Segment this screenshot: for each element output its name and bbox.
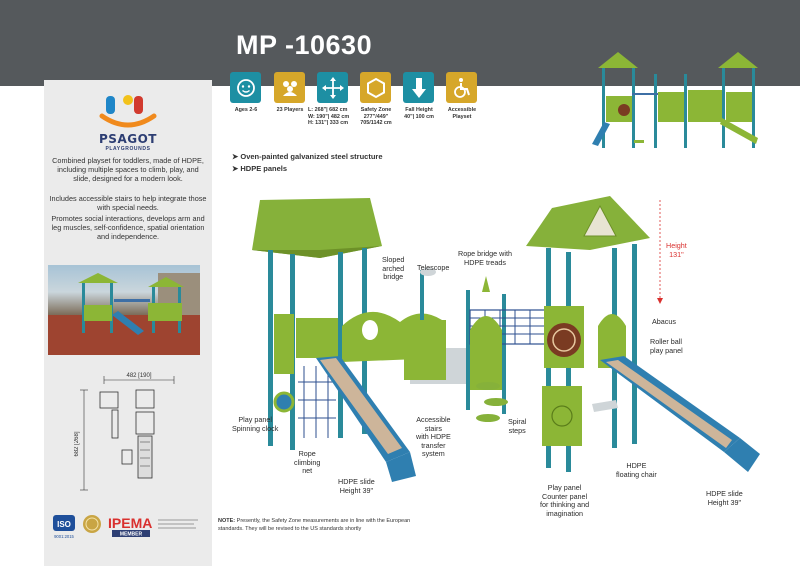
child-face-icon	[230, 72, 261, 103]
brand-name: PSAGOT	[99, 132, 157, 146]
quality-seal-icon	[82, 514, 102, 539]
callout-floating-chair: HDPE floating chair	[616, 461, 657, 479]
psagot-logo: PSAGOT PLAYGROUNDS	[92, 86, 164, 156]
svg-text:IPEMA: IPEMA	[108, 515, 152, 531]
schematic-width-label: 482 [190]	[126, 373, 151, 379]
dimensions-arrows-icon	[317, 72, 348, 103]
callout-spinning-clock: Play panel Spinning clock	[232, 415, 279, 433]
spec-safety-caption: Safety Zone 277"/449" 705/1142 cm	[360, 107, 392, 127]
callout-telescope: Telescope	[417, 263, 450, 272]
callout-rope-net: Rope climbing net	[294, 449, 321, 476]
svg-text:MEMBER: MEMBER	[120, 532, 143, 538]
ipema-logo: IPEMA MEMBER	[108, 514, 200, 543]
safety-zone-note: NOTE: Presently, the Safety Zone measure…	[218, 518, 411, 532]
product-main-illustration	[252, 196, 760, 482]
spec-accessible-caption: Accessible Playset	[447, 107, 477, 120]
callout-spiral-steps: Spiral steps	[508, 417, 527, 435]
wheelchair-icon	[446, 72, 477, 103]
installation-photo	[48, 265, 200, 355]
description-paragraph-1: Combined playset for toddlers, made of H…	[52, 156, 204, 183]
group-players-icon	[274, 72, 305, 103]
svg-text:9001:2015: 9001:2015	[54, 534, 74, 539]
callout-height: Height 131"	[666, 241, 687, 259]
brand-tagline: PLAYGROUNDS	[105, 146, 151, 152]
fall-height-arrow-icon	[403, 72, 434, 103]
spec-players-caption: 23 Players	[276, 107, 304, 113]
description-paragraph-3: Promotes social interactions, develops a…	[51, 214, 205, 241]
chevron-right-icon: ➤	[232, 164, 241, 173]
header-band	[0, 0, 800, 86]
svg-text:ISO: ISO	[57, 520, 71, 529]
psagot-logo-mark	[99, 95, 157, 128]
description-paragraph-2: Includes accessible stairs to help integ…	[49, 194, 207, 212]
callout-slide-right: HDPE slide Height 39"	[706, 489, 743, 507]
feature-item: ➤ HDPE panels	[232, 164, 288, 173]
chevron-right-icon: ➤	[232, 152, 241, 161]
spec-dimensions-caption: L: 268"| 682 cm W: 190"| 482 cm H: 131"|…	[308, 107, 350, 127]
safety-zone-hexagon-icon	[360, 72, 391, 103]
callout-sloped-bridge: Sloped arched bridge	[382, 255, 405, 282]
callout-slide-left: HDPE slide Height 39"	[338, 477, 375, 495]
callout-accessible-stairs: Accessible stairs with HDPE transfer sys…	[416, 415, 451, 459]
callout-abacus: Abacus	[652, 317, 676, 326]
iso-badge: ISO 9001:2015	[52, 514, 76, 545]
feature-item: ➤ Oven-painted galvanized steel structur…	[232, 152, 383, 161]
callout-counter-panel: Play panel Counter panel for thinking an…	[540, 483, 590, 518]
model-title: MP -10630	[236, 30, 373, 60]
callout-roller-ball: Roller ball play panel	[650, 337, 683, 355]
schematic-depth-label: 682 [268]	[74, 431, 80, 456]
spec-age-caption: Ages 2-6	[234, 107, 258, 113]
top-view-schematic: 482 [190] 682 [268]	[74, 370, 184, 500]
spec-fall-height-caption: Fall Height 40"| 100 cm	[404, 107, 434, 120]
callout-rope-bridge: Rope bridge with HDPE treads	[458, 249, 512, 267]
product-rear-view	[592, 52, 758, 148]
